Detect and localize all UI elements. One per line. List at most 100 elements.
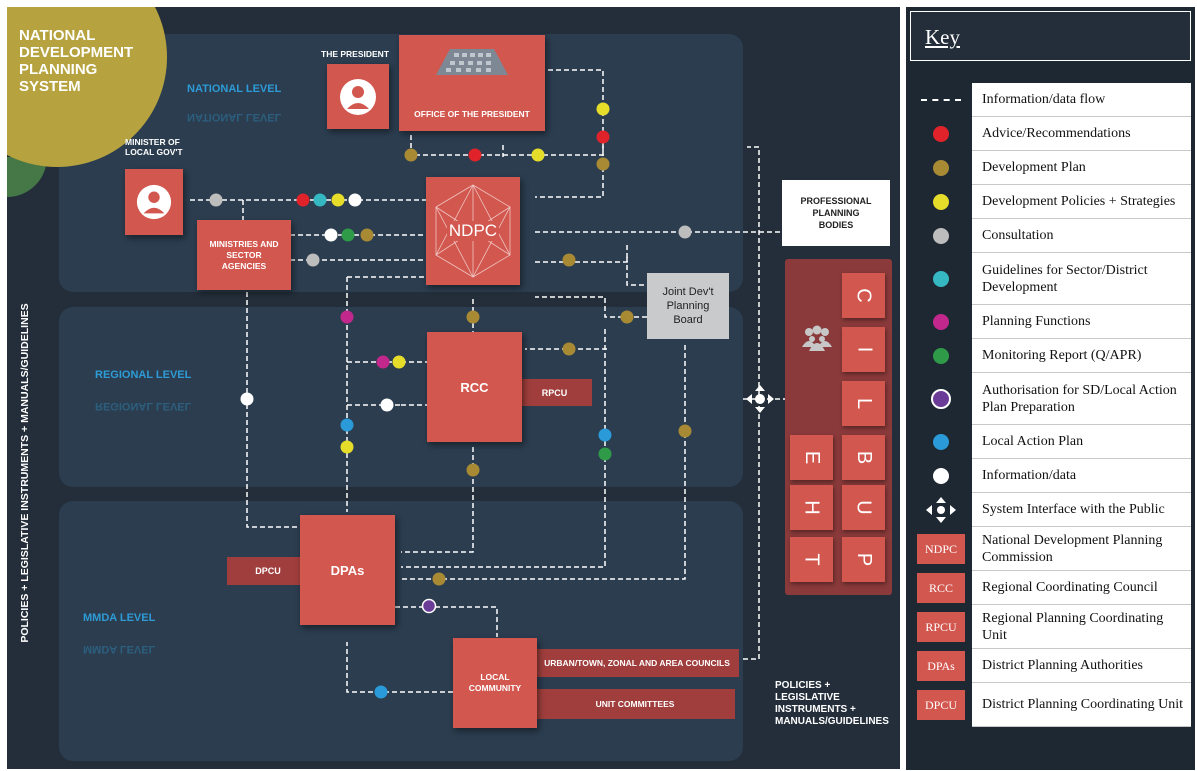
key-item: System Interface with the Public — [910, 493, 1191, 527]
public-letter-i: I — [842, 327, 885, 372]
ndpc-box[interactable]: NDPC — [426, 177, 520, 285]
rcc-box[interactable]: RCC — [427, 332, 522, 442]
ministries-box[interactable]: MINISTRIES AND SECTOR AGENCIES — [197, 220, 291, 290]
gold-dot — [360, 228, 374, 242]
president-box[interactable] — [327, 64, 389, 129]
key-item-label: District Planning Coordinating Unit — [972, 683, 1191, 727]
key-item: Information/data — [910, 459, 1191, 493]
green-dot — [341, 228, 355, 242]
flow-line — [401, 447, 474, 553]
dashed-line-icon — [910, 83, 972, 117]
minister-label: MINISTER OF LOCAL GOV'T — [125, 137, 183, 157]
local-community-box[interactable]: LOCAL COMMUNITY — [453, 638, 537, 728]
abbreviation-badge: RCC — [910, 571, 972, 605]
key-item-label: Development Plan — [972, 151, 1191, 185]
magenta-dot — [340, 310, 354, 324]
white-dot — [348, 193, 362, 207]
gold-dot — [466, 310, 480, 324]
green-dot-icon — [910, 339, 972, 373]
key-item-label: Monitoring Report (Q/APR) — [972, 339, 1191, 373]
gold-dot — [432, 572, 446, 586]
flow-lines — [190, 69, 785, 693]
key-item-label: National Development Planning Commission — [972, 527, 1191, 571]
key-item-label: Information/data flow — [972, 83, 1191, 117]
four-way-arrow-icon — [746, 385, 774, 413]
gold-dot — [678, 424, 692, 438]
public-letter-c: C — [842, 273, 885, 318]
gold-dot — [562, 253, 576, 267]
public-letter-e: E — [790, 435, 833, 480]
national-level-label: NATIONAL LEVEL — [187, 83, 282, 95]
minister-box[interactable] — [125, 169, 183, 235]
magenta-dot — [376, 355, 390, 369]
blue-dot-icon — [910, 425, 972, 459]
joint-board-box[interactable]: Joint Dev't Planning Board — [647, 273, 729, 339]
key-item-label: Information/data — [972, 459, 1191, 493]
key-item: Planning Functions — [910, 305, 1191, 339]
key-item-label: Advice/Recommendations — [972, 117, 1191, 151]
gold-dot — [404, 148, 418, 162]
key-item-label: Consultation — [972, 219, 1191, 253]
flow-line — [532, 69, 604, 198]
grey-dot — [306, 253, 320, 267]
green-dot — [598, 447, 612, 461]
public-letter-l: L — [842, 381, 885, 426]
key-item-label: Guidelines for Sector/District Developme… — [972, 253, 1191, 305]
grey-dot-icon — [910, 219, 972, 253]
yellow-dot — [531, 148, 545, 162]
person-icon — [340, 78, 376, 115]
public-letter-h: H — [790, 485, 833, 530]
gold-dot — [562, 342, 576, 356]
key-item-label: Local Action Plan — [972, 425, 1191, 459]
grey-dot — [209, 193, 223, 207]
red-dot — [596, 130, 610, 144]
key-item-label: District Planning Authorities — [972, 649, 1191, 683]
dpas-box[interactable]: DPAs — [300, 515, 395, 625]
office-of-president-box[interactable]: OFFICE OF THE PRESIDENT — [399, 35, 545, 131]
blue-dot — [340, 418, 354, 432]
yellow-dot — [331, 193, 345, 207]
flow-line — [401, 345, 686, 580]
planning-system-diagram: NATIONAL DEVELOPMENT PLANNING SYSTEM NAT… — [7, 7, 900, 769]
key-item: Consultation — [910, 219, 1191, 253]
person-icon — [136, 184, 172, 220]
key-item-label: Regional Coordinating Council — [972, 571, 1191, 605]
dpcu-box[interactable]: DPCU — [227, 557, 309, 585]
rpcu-box[interactable]: RPCU — [517, 379, 592, 406]
abbreviation-badge: DPAs — [910, 649, 972, 683]
cyan-dot — [313, 193, 327, 207]
blue-dot — [598, 428, 612, 442]
blue-dot — [374, 685, 388, 699]
yellow-dot — [340, 440, 354, 454]
white-dot — [240, 392, 254, 406]
magenta-dot-icon — [910, 305, 972, 339]
key-item: Authorisation for SD/Local Action Plan P… — [910, 373, 1191, 425]
people-icon — [802, 325, 832, 351]
key-item: Monitoring Report (Q/APR) — [910, 339, 1191, 373]
president-label: THE PRESIDENT — [321, 49, 390, 59]
key-item-label: Regional Planning Coordinating Unit — [972, 605, 1191, 649]
unit-committees-box[interactable]: UNIT COMMITTEES — [535, 689, 735, 719]
key-item: Local Action Plan — [910, 425, 1191, 459]
red-dot — [468, 148, 482, 162]
abbreviation-badge: NDPC — [910, 527, 972, 571]
white-dot — [380, 398, 394, 412]
urban-councils-box[interactable]: URBAN/TOWN, ZONAL AND AREA COUNCILS — [535, 649, 739, 677]
flow-line — [346, 642, 453, 693]
mmda-level-label: MMDA LEVEL — [83, 612, 156, 624]
key-item-label: Development Policies + Strategies — [972, 185, 1191, 219]
professional-bodies-box[interactable]: PROFESSIONAL PLANNING BODIES — [782, 180, 890, 246]
public-letter-u: U — [842, 485, 885, 530]
key-item: Advice/Recommendations — [910, 117, 1191, 151]
gold-dot — [620, 310, 634, 324]
key-item: Development Policies + Strategies — [910, 185, 1191, 219]
flow-line — [246, 292, 301, 528]
red-dot-icon — [910, 117, 972, 151]
policies-label: POLICIES + LEGISLATIVE INSTRUMENTS + MAN… — [775, 680, 889, 727]
gold-dot — [466, 463, 480, 477]
